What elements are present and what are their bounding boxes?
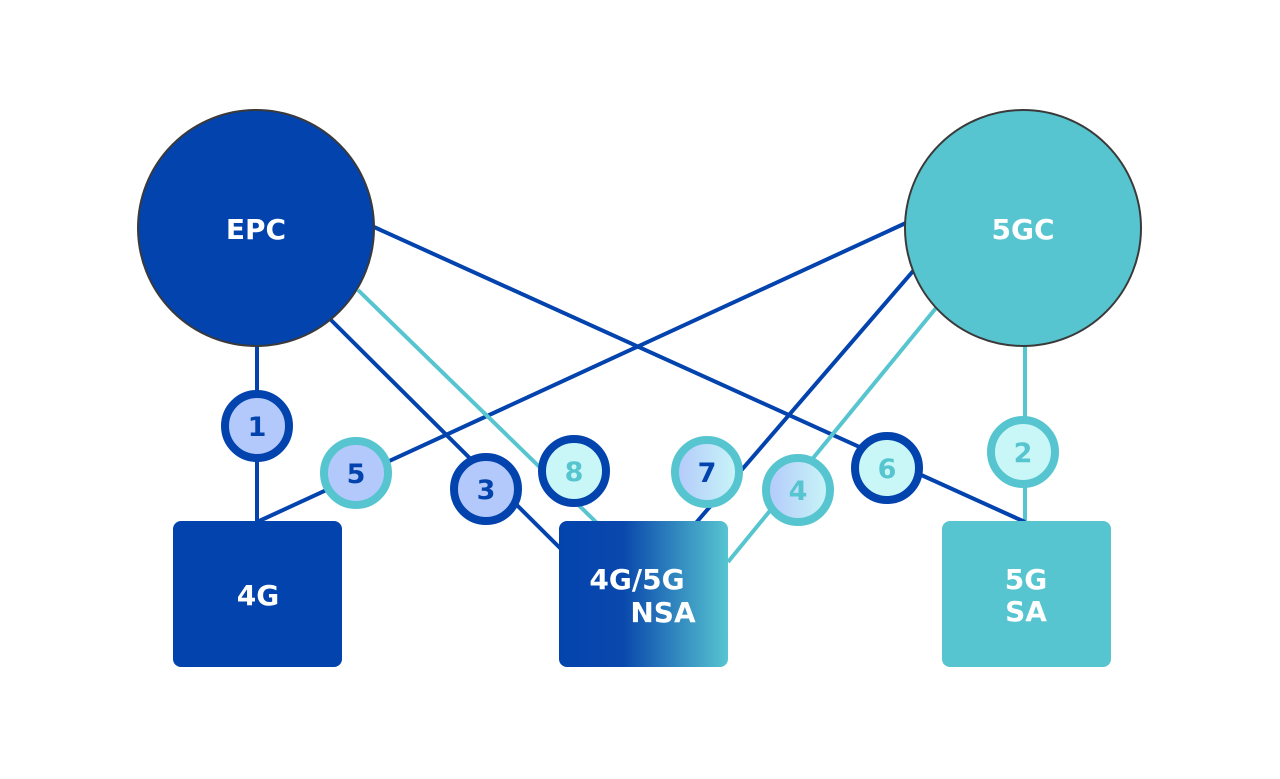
line-3-epc-nsa xyxy=(329,318,564,552)
badge-8: 8 xyxy=(538,435,610,507)
badge-4: 4 xyxy=(762,454,834,526)
badge-3: 3 xyxy=(450,453,522,525)
badge-7-number: 7 xyxy=(698,458,717,489)
connection-lines xyxy=(255,220,1027,564)
badge-1: 1 xyxy=(221,390,293,462)
badge-7: 7 xyxy=(671,436,743,508)
sa-label-line2: SA xyxy=(1005,595,1047,628)
badge-5: 5 xyxy=(320,437,392,509)
badge-3-number: 3 xyxy=(477,475,496,506)
badge-4-number: 4 xyxy=(789,476,808,507)
epc-label: EPC xyxy=(226,213,286,246)
5gc-label: 5GC xyxy=(991,213,1054,246)
4g-node: 4G xyxy=(173,521,342,667)
sa-label-line1: 5G xyxy=(1005,563,1047,596)
badge-8-number: 8 xyxy=(565,457,584,488)
badge-6: 6 xyxy=(851,432,923,504)
5gc-node: 5GC xyxy=(904,109,1142,347)
badge-2-number: 2 xyxy=(1014,438,1033,469)
4g-5g-nsa-node: 4G/5G NSA xyxy=(559,521,728,667)
line-4-5gc-nsa xyxy=(726,306,938,564)
4g-label: 4G xyxy=(237,579,279,612)
badge-1-number: 1 xyxy=(248,412,267,443)
badge-6-number: 6 xyxy=(878,454,897,485)
badge-2: 2 xyxy=(987,416,1059,488)
nsa-label-line1: 4G/5G xyxy=(589,563,684,596)
badge-5-number: 5 xyxy=(347,459,366,490)
5g-sa-node: 5G SA xyxy=(942,521,1111,667)
nsa-label-line2: NSA xyxy=(630,596,696,629)
epc-node: EPC xyxy=(137,109,375,347)
